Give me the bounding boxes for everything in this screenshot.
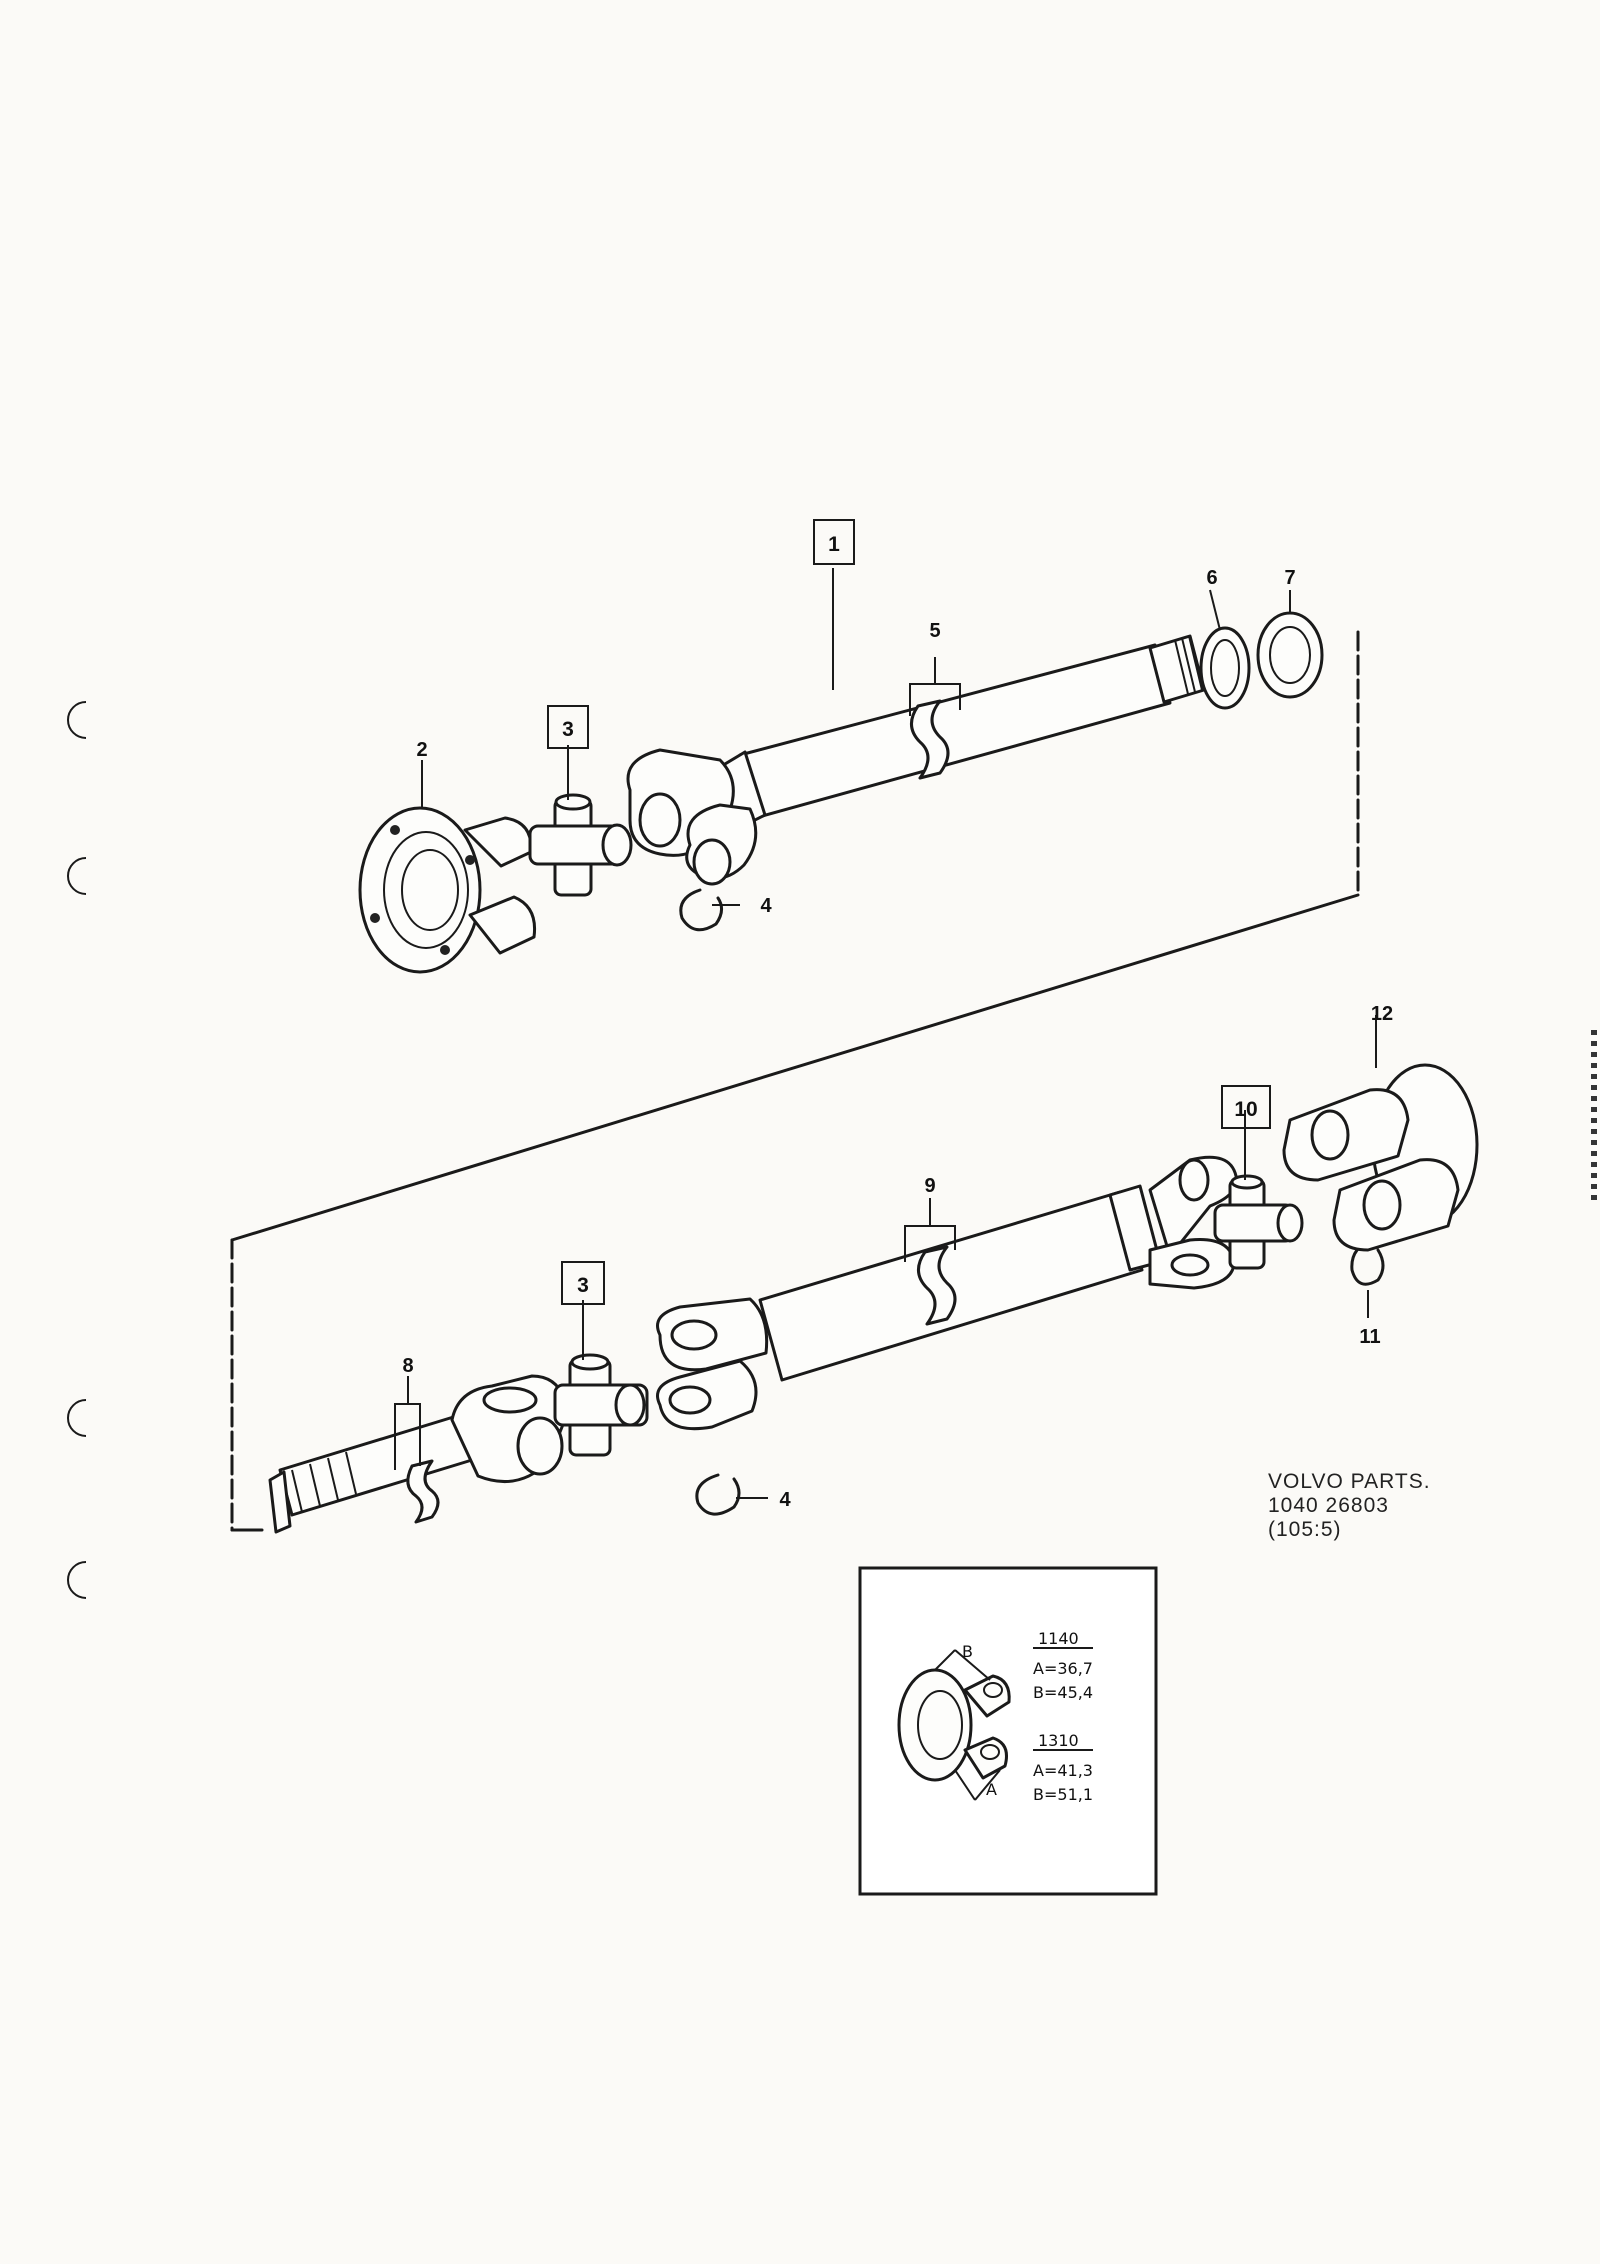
spec-1140-title: 1140 bbox=[1038, 1629, 1079, 1648]
label-box-10: 10 bbox=[1221, 1085, 1271, 1129]
spec-1310-b: B=51,1 bbox=[1033, 1785, 1093, 1804]
item-6-seal-ring bbox=[1199, 626, 1251, 710]
label-box-1: 1 bbox=[813, 519, 855, 565]
part-label-8: 8 bbox=[402, 1355, 413, 1377]
part-label-4-lower: 4 bbox=[779, 1489, 791, 1511]
parts-stamp: VOLVO PARTS. 1040 26803 (105:5) bbox=[1268, 1470, 1431, 1541]
item-10-universal-joint bbox=[1213, 1174, 1304, 1270]
spec-1140-a: A=36,7 bbox=[1033, 1659, 1093, 1678]
spec-1140-b: B=45,4 bbox=[1033, 1683, 1093, 1702]
part-label-2: 2 bbox=[416, 739, 427, 761]
item-7-nut bbox=[1256, 611, 1324, 699]
label-box-3-upper: 3 bbox=[547, 705, 589, 749]
dimension-label-b: B bbox=[962, 1642, 973, 1661]
punch-holes bbox=[67, 701, 87, 1599]
item-12-flange-yoke bbox=[1282, 1063, 1479, 1252]
item-11-circlip bbox=[1350, 1238, 1385, 1318]
stamp-line-2: 1040 26803 bbox=[1268, 1494, 1389, 1517]
part-label-9: 9 bbox=[924, 1175, 935, 1197]
part-label-10: 10 bbox=[1234, 1098, 1257, 1121]
item-4-circlip-upper bbox=[679, 888, 740, 932]
spec-1310-a: A=41,3 bbox=[1033, 1761, 1093, 1780]
lower-shaft bbox=[656, 1155, 1238, 1431]
item-2-flange-yoke bbox=[358, 806, 537, 974]
part-label-12: 12 bbox=[1371, 1003, 1393, 1025]
label-box-3-lower: 3 bbox=[561, 1261, 605, 1305]
part-label-5: 5 bbox=[929, 620, 940, 642]
spec-1310-title: 1310 bbox=[1038, 1731, 1079, 1750]
part-label-6: 6 bbox=[1206, 567, 1217, 589]
upper-shaft bbox=[626, 634, 1206, 886]
part-label-11: 11 bbox=[1359, 1326, 1380, 1348]
part-label-1: 1 bbox=[828, 533, 840, 556]
part-label-3-upper: 3 bbox=[562, 718, 574, 741]
item-8-splined-stub-yoke bbox=[268, 1374, 570, 1534]
stamp-line-3: (105:5) bbox=[1268, 1518, 1342, 1541]
item-3-universal-joint-lower bbox=[553, 1353, 649, 1457]
item-4-circlip-lower bbox=[695, 1473, 768, 1516]
dimension-label-a: A bbox=[986, 1780, 997, 1799]
inset-flange-yoke bbox=[897, 1649, 1011, 1801]
part-label-3-lower: 3 bbox=[577, 1274, 589, 1297]
inset-detail: B A 1140 A=36,7 B=45,4 1310 A=41,3 B=51,… bbox=[858, 1566, 1158, 1896]
part-label-7: 7 bbox=[1284, 567, 1295, 589]
assembly-outline bbox=[230, 630, 1360, 1532]
part-label-4-upper: 4 bbox=[760, 895, 772, 917]
item-3-universal-joint-upper bbox=[528, 793, 633, 897]
stamp-line-1: VOLVO PARTS. bbox=[1268, 1470, 1431, 1493]
callout-leaders bbox=[394, 568, 1377, 1470]
